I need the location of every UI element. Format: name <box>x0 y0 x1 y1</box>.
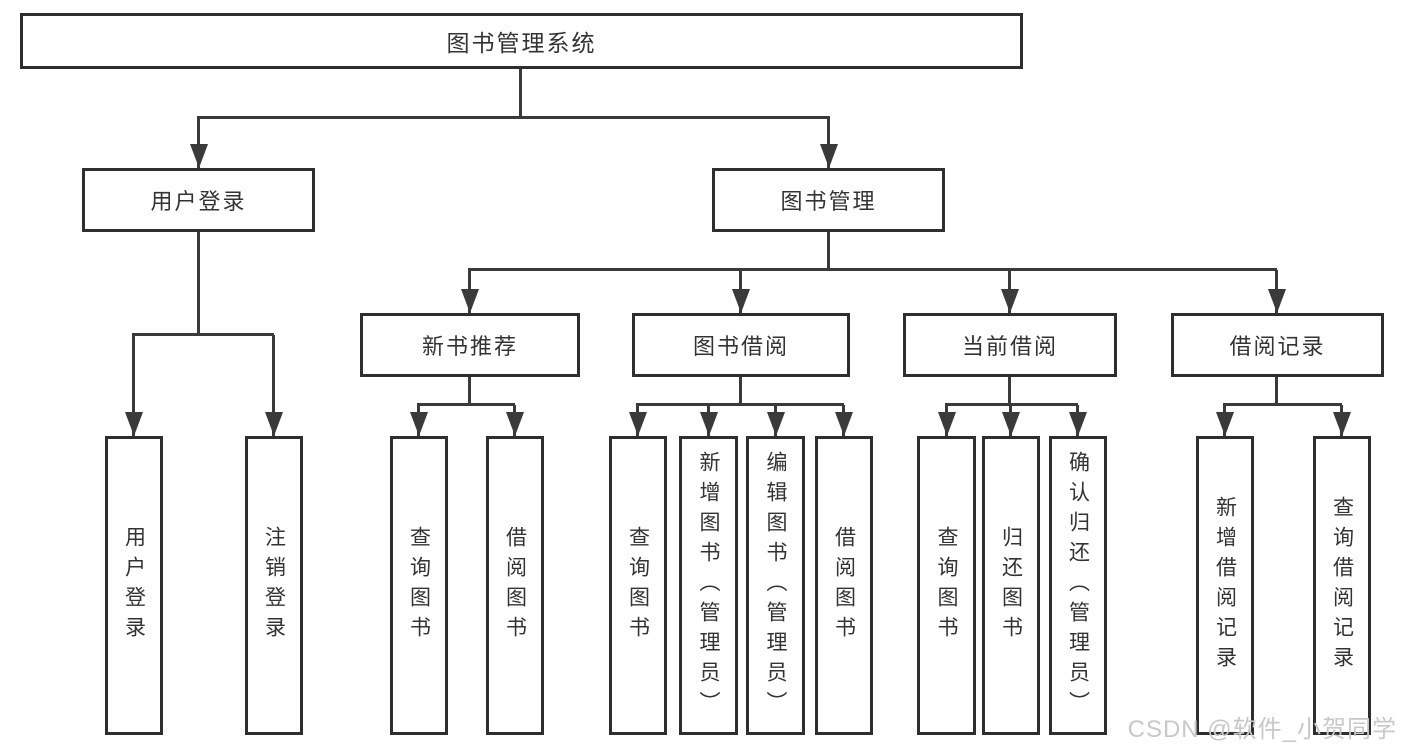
leaf-edit-book-admin: 编辑图书（管理员） <box>746 436 805 735</box>
connector-line <box>827 118 830 168</box>
connector-line <box>1008 377 1011 405</box>
connector-line <box>827 232 830 270</box>
arrow-down-icon <box>1002 412 1020 436</box>
connector-line <box>197 232 200 335</box>
node-borrow-records: 借阅记录 <box>1171 313 1384 377</box>
arrow-down-icon <box>820 144 838 168</box>
leaf-recommend-query-book: 查询图书 <box>390 436 448 735</box>
connector-line <box>1275 377 1278 405</box>
connector-line <box>739 377 742 405</box>
leaf-recommend-borrow-book: 借阅图书 <box>486 436 544 735</box>
connector-line <box>197 116 830 119</box>
node-user-login: 用户登录 <box>82 168 315 232</box>
leaf-user-login: 用户登录 <box>105 436 163 735</box>
arrow-down-icon <box>506 412 524 436</box>
arrow-down-icon <box>835 412 853 436</box>
leaf-return-book: 归还图书 <box>982 436 1040 735</box>
arrow-down-icon <box>700 412 718 436</box>
arrow-down-icon <box>265 412 283 436</box>
connector-line <box>468 268 1277 271</box>
arrow-down-icon <box>1216 412 1234 436</box>
node-library-management-system: 图书管理系统 <box>20 13 1023 69</box>
connector-line <box>519 69 522 118</box>
arrow-down-icon <box>938 412 956 436</box>
arrow-down-icon <box>461 289 479 313</box>
arrow-down-icon <box>732 289 750 313</box>
arrow-down-icon <box>1001 289 1019 313</box>
arrow-down-icon <box>1268 289 1286 313</box>
leaf-borrow-book: 借阅图书 <box>815 436 873 735</box>
leaf-borrow-query-book: 查询图书 <box>609 436 667 735</box>
csdn-watermark: CSDN @软件_小贺同学 <box>1127 716 1397 743</box>
arrow-down-icon <box>190 144 208 168</box>
node-new-book-recommend: 新书推荐 <box>360 313 580 377</box>
connector-line <box>1223 403 1342 406</box>
connector-line <box>945 403 1078 406</box>
arrow-down-icon <box>629 412 647 436</box>
connector-line <box>132 335 135 436</box>
arrow-down-icon <box>125 412 143 436</box>
node-book-management: 图书管理 <box>712 168 945 232</box>
connector-line <box>636 403 844 406</box>
connector-line <box>197 118 200 168</box>
node-current-borrow: 当前借阅 <box>903 313 1117 377</box>
node-book-borrow: 图书借阅 <box>632 313 850 377</box>
connector-line <box>417 403 515 406</box>
connector-line <box>272 335 275 436</box>
connector-line <box>132 333 274 336</box>
arrow-down-icon <box>410 412 428 436</box>
arrow-down-icon <box>767 412 785 436</box>
arrow-down-icon <box>1069 412 1087 436</box>
leaf-query-borrow-record: 查询借阅记录 <box>1313 436 1371 735</box>
leaf-confirm-return-admin: 确认归还（管理员） <box>1049 436 1107 735</box>
leaf-logout: 注销登录 <box>245 436 303 735</box>
arrow-down-icon <box>1333 412 1351 436</box>
leaf-add-borrow-record: 新增借阅记录 <box>1196 436 1254 735</box>
connector-line <box>468 377 471 405</box>
leaf-current-query-book: 查询图书 <box>917 436 976 735</box>
leaf-add-book-admin: 新增图书（管理员） <box>679 436 738 735</box>
